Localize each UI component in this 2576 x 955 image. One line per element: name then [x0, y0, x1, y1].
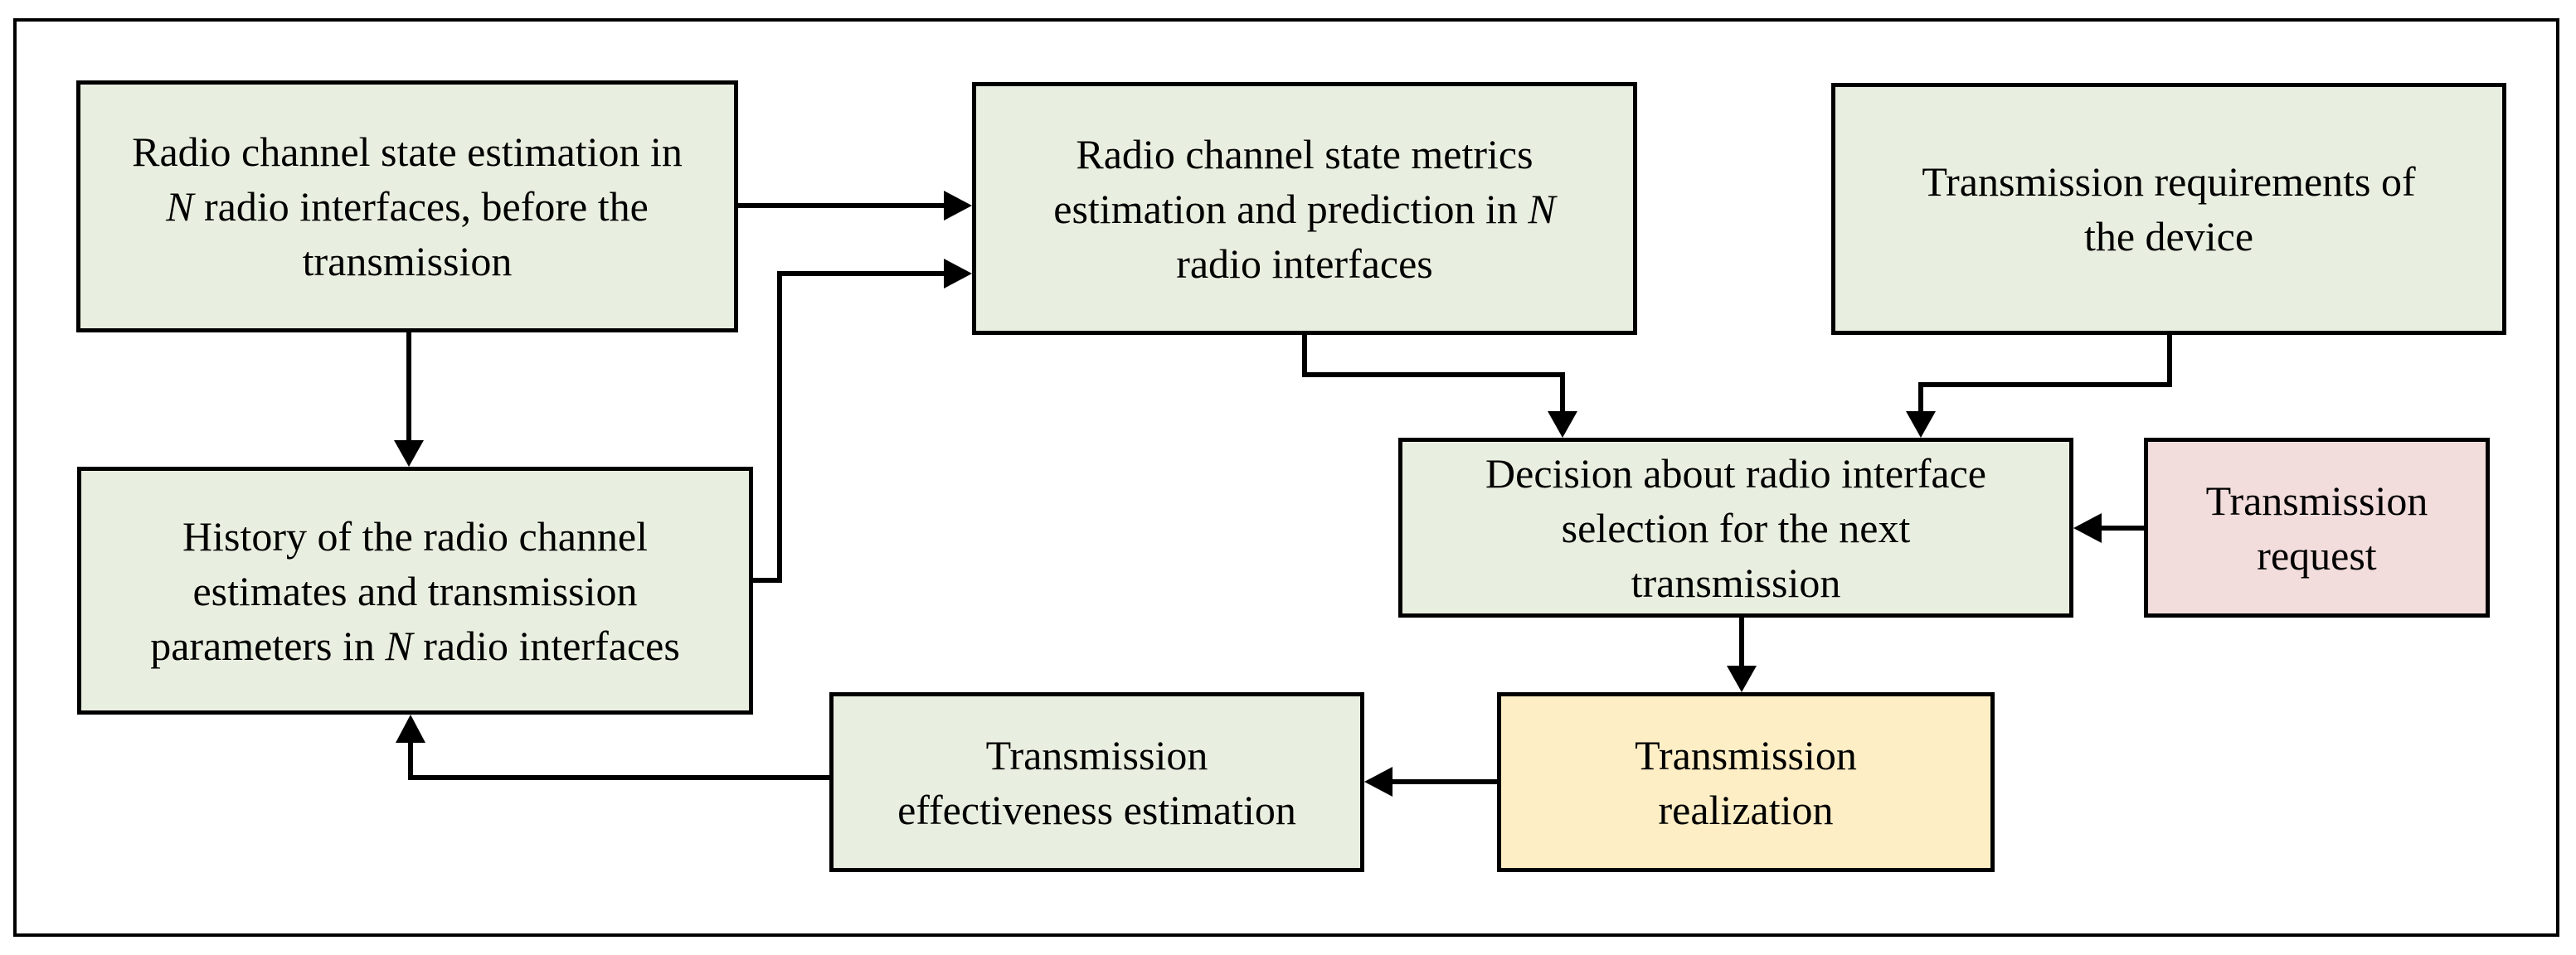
- box-text-line: selection for the next: [1561, 504, 1911, 551]
- arrow-requirements-to-decision: [1906, 335, 2172, 438]
- box-transmission-effectiveness-estimation: Transmission effectiveness estimation: [829, 692, 1364, 872]
- box-transmission-request: Transmission request: [2144, 438, 2490, 618]
- arrow-request-to-decision: [2073, 513, 2144, 543]
- box-text-line: History of the radio channel: [182, 512, 648, 560]
- box-text-line: parameters in N radio interfaces: [150, 622, 680, 669]
- box-decision-radio-interface-selection: Decision about radio interface selection…: [1398, 438, 2073, 618]
- box-transmission-realization: Transmission realization: [1497, 692, 1995, 872]
- box-text-line: request: [2257, 531, 2377, 579]
- arrow-decision-to-realization: [1727, 618, 1757, 692]
- arrow-effectiveness-to-history: [396, 715, 829, 780]
- box-text-line: estimation and prediction in N: [1053, 185, 1556, 232]
- box-text-line: radio interfaces: [1176, 240, 1433, 287]
- arrow-estimation-to-history: [394, 332, 424, 467]
- box-text-line: transmission: [1631, 559, 1841, 606]
- box-history-of-estimates: History of the radio channel estimates a…: [77, 467, 753, 715]
- box-text-line: Transmission: [2205, 477, 2428, 524]
- box-text-line: Radio channel state estimation in: [132, 128, 683, 175]
- arrow-realization-to-effectiveness: [1364, 767, 1497, 797]
- box-radio-channel-state-metrics: Radio channel state metrics estimation a…: [972, 82, 1637, 335]
- box-text-line: Transmission requirements of: [1922, 158, 2416, 205]
- box-radio-channel-state-estimation: Radio channel state estimation in N radi…: [76, 80, 738, 332]
- box-text-line: realization: [1658, 786, 1834, 833]
- box-text-line: Radio channel state metrics: [1076, 130, 1533, 177]
- box-text-line: estimates and transmission: [192, 567, 638, 614]
- box-text-line: Decision about radio interface: [1485, 449, 1986, 497]
- box-text-line: Transmission: [985, 731, 1208, 778]
- arrow-estimation-to-metrics: [738, 191, 972, 221]
- box-text-line: the device: [2083, 213, 2254, 259]
- box-transmission-requirements: Transmission requirements of the device: [1831, 83, 2506, 335]
- box-text-line: N radio interfaces, before the: [166, 183, 649, 230]
- box-text-line: effectiveness estimation: [897, 786, 1296, 833]
- arrow-history-to-metrics: [753, 259, 972, 583]
- box-text-line: Transmission: [1635, 731, 1857, 778]
- figure-border: [13, 18, 2559, 937]
- arrow-metrics-to-decision: [1302, 335, 1577, 438]
- box-text-line: transmission: [302, 238, 513, 284]
